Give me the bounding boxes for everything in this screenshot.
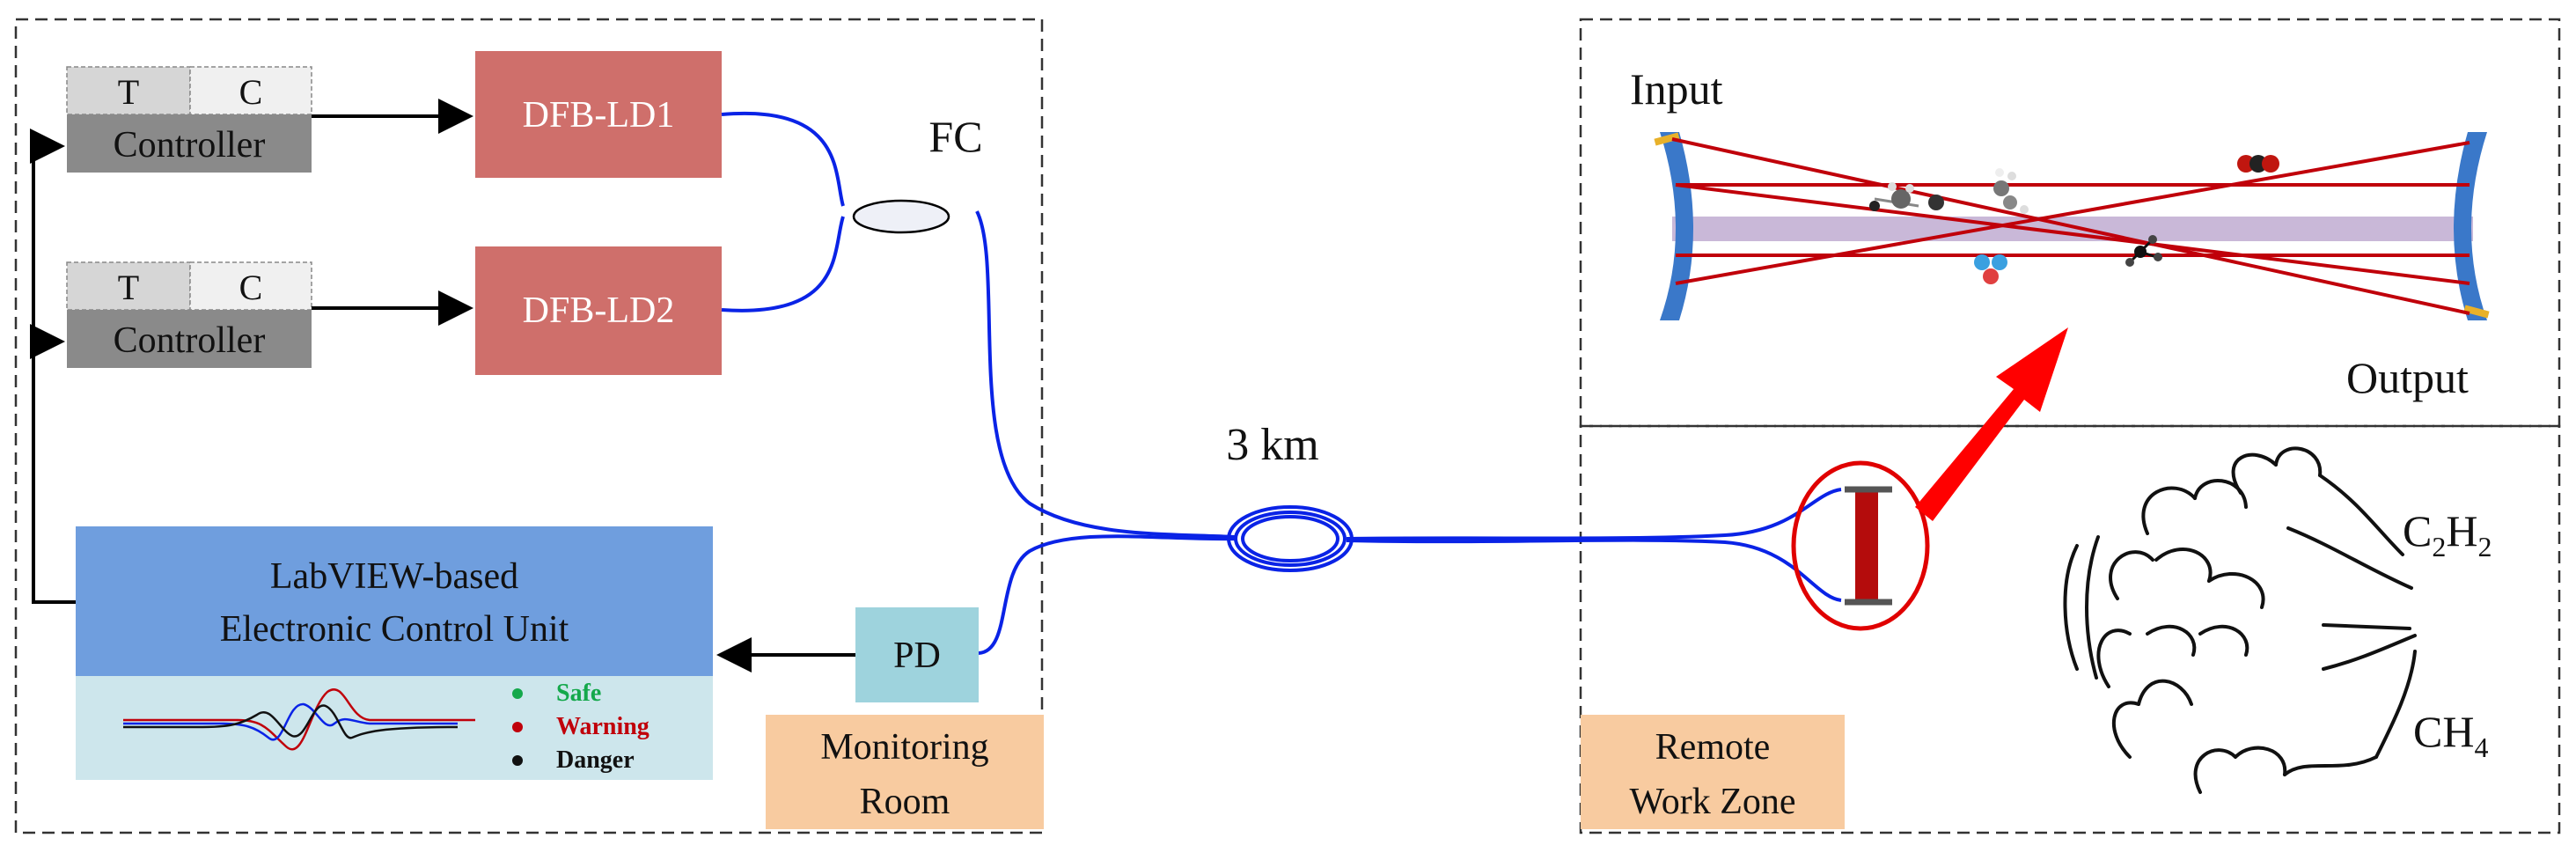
remote-zone-label: Remote Work Zone (1581, 715, 1845, 829)
fiber-spool (1227, 505, 1354, 572)
fiber-network (721, 111, 1842, 655)
laser-2-label: DFB-LD2 (523, 290, 675, 331)
zoom-arrow (1915, 327, 2068, 521)
cell-zone-frame (1579, 18, 2561, 428)
gas-cloud-icon (2063, 446, 2417, 794)
monitoring-room-label: Monitoring Room (766, 715, 1044, 829)
ch4-base: CH (2413, 707, 2474, 756)
cell-input-label: Input (1630, 64, 1723, 114)
fiber-length-label: 3 km (1226, 420, 1318, 470)
signal-waveforms (123, 688, 475, 751)
svg-text:C2H2: C2H2 (2403, 506, 2492, 562)
monitoring-room-frame (14, 18, 1044, 834)
molecule-methane (2125, 235, 2162, 267)
controller-1: T C Controller (66, 66, 312, 173)
legend-danger: Danger (556, 746, 635, 774)
remote-zone-line1: Remote (1655, 727, 1771, 768)
photodetector: PD (855, 607, 979, 702)
status-legend: Safe Warning Danger (512, 680, 650, 774)
svg-text:CH4: CH4 (2413, 707, 2488, 763)
controller-2-c-label: C (239, 268, 263, 307)
molecule-hydrocarbon-1 (1869, 182, 1944, 211)
labview-control-unit: LabVIEW-based Electronic Control Unit (76, 526, 713, 780)
controller-1-name: Controller (114, 125, 266, 165)
feedback-bus (30, 129, 76, 604)
molecules (1869, 155, 2279, 284)
remote-zone-line2: Work Zone (1629, 782, 1795, 822)
gas-formula-ch4: CH4 (2413, 707, 2488, 763)
danger-indicator (512, 755, 523, 766)
laser-1-label: DFB-LD1 (523, 95, 675, 136)
laser-1: DFB-LD1 (475, 51, 722, 178)
c2h2-sub1: 2 (2432, 531, 2446, 562)
cell-output-label: Output (2346, 353, 2469, 402)
c2h2-sub2: 2 (2477, 531, 2492, 562)
molecule-hydrocarbon-2 (1993, 168, 2029, 214)
controller-2: T C Controller (66, 261, 312, 368)
monitoring-room-line1: Monitoring (820, 727, 988, 768)
remote-zone-frame (1579, 424, 2561, 834)
c2h2-base: C (2403, 506, 2432, 555)
controller-1-c-label: C (239, 72, 263, 112)
molecule-co2 (2237, 155, 2279, 173)
multipass-cell (1654, 132, 2490, 320)
fiber-coupler-label: FC (928, 112, 982, 161)
gas-formula-c2h2: C2H2 (2403, 506, 2492, 562)
pd-label: PD (893, 636, 941, 676)
controller-2-name: Controller (114, 320, 266, 361)
ch4-sub1: 4 (2474, 731, 2488, 763)
safe-indicator (512, 688, 523, 699)
controller-1-t-label: T (118, 72, 139, 112)
fiber-coupler (852, 199, 950, 234)
laser-2: DFB-LD2 (475, 246, 722, 375)
controller-2-t-label: T (118, 268, 139, 307)
warning-indicator (512, 722, 523, 732)
c2h2-mid: H (2446, 506, 2477, 555)
gas-cell-probe (1791, 460, 1930, 631)
molecule-water (1974, 254, 2007, 284)
monitoring-room-line2: Room (860, 782, 950, 822)
legend-safe: Safe (556, 680, 601, 707)
legend-warning: Warning (556, 713, 650, 740)
labview-line2: Electronic Control Unit (220, 609, 569, 650)
labview-line1: LabVIEW-based (270, 556, 518, 597)
